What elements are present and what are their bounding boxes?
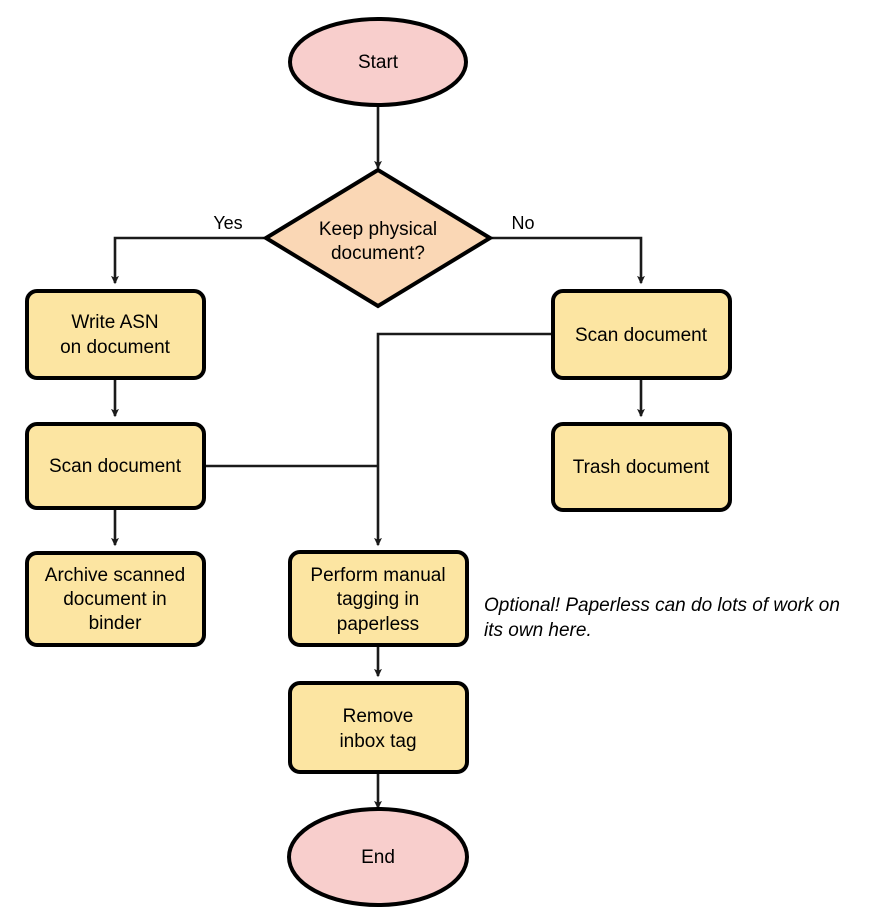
edge-label-layer: Yes No — [213, 213, 534, 233]
edge-label-no: No — [511, 213, 534, 233]
node-scan-left-shape[interactable] — [25, 422, 206, 510]
node-archive-label-line3: binder — [89, 613, 142, 634]
connector-layer — [111, 105, 645, 810]
edge-label-yes: Yes — [213, 213, 242, 233]
node-scan-left-label: Scan document — [49, 456, 182, 477]
node-scan-right-shape[interactable] — [551, 289, 732, 380]
node-tagging-label-line2: tagging in — [337, 589, 419, 610]
node-remove-label-line2: inbox tag — [339, 731, 416, 752]
node-trash-shape[interactable] — [551, 422, 732, 512]
node-end[interactable]: End — [287, 807, 469, 907]
node-archive-scanned-document[interactable]: Archive scanned document in binder — [25, 551, 206, 647]
node-scan-document-left[interactable]: Scan document — [25, 422, 206, 510]
node-decision-label-line1: Keep physical — [319, 219, 437, 240]
node-start[interactable]: Start — [288, 17, 468, 107]
annotation-note-line2: its own here. — [484, 620, 592, 641]
node-write-asn-on-document[interactable]: Write ASN on document — [25, 289, 206, 380]
edge-decision-to-scan-right-no — [490, 236, 645, 285]
node-write-label-line2: on document — [60, 337, 171, 358]
node-write-shape[interactable] — [25, 289, 206, 380]
node-end-shape[interactable] — [287, 807, 469, 907]
node-tagging-label-line3: paperless — [337, 614, 419, 635]
node-archive-label-line1: Archive scanned — [45, 565, 185, 586]
node-tagging-label-line1: Perform manual — [310, 565, 445, 586]
node-start-label: Start — [358, 52, 399, 73]
edge-decision-to-write-yes — [111, 236, 266, 285]
node-end-label: End — [361, 847, 395, 868]
node-decision-keep-physical-document[interactable]: Keep physical document? — [262, 167, 494, 309]
node-decision-label-line2: document? — [331, 243, 425, 264]
node-scan-right-label: Scan document — [575, 325, 708, 346]
node-start-shape[interactable] — [288, 17, 468, 107]
edge-scan-right-to-tagging — [374, 332, 552, 547]
node-remove-inbox-tag[interactable]: Remove inbox tag — [288, 681, 469, 774]
annotation-optional-note: Optional! Paperless can do lots of work … — [484, 595, 840, 641]
annotation-note-line1: Optional! Paperless can do lots of work … — [484, 595, 840, 616]
node-remove-label-line1: Remove — [343, 706, 414, 727]
node-perform-manual-tagging[interactable]: Perform manual tagging in paperless — [288, 550, 469, 647]
node-remove-shape[interactable] — [288, 681, 469, 774]
node-tagging-shape[interactable] — [288, 550, 469, 647]
node-scan-document-right[interactable]: Scan document — [551, 289, 732, 380]
node-decision-shape[interactable] — [262, 167, 494, 309]
node-archive-label-line2: document in — [63, 589, 167, 610]
node-trash-label: Trash document — [573, 457, 710, 478]
node-write-label-line1: Write ASN — [71, 312, 158, 333]
node-trash-document[interactable]: Trash document — [551, 422, 732, 512]
node-archive-shape[interactable] — [25, 551, 206, 647]
